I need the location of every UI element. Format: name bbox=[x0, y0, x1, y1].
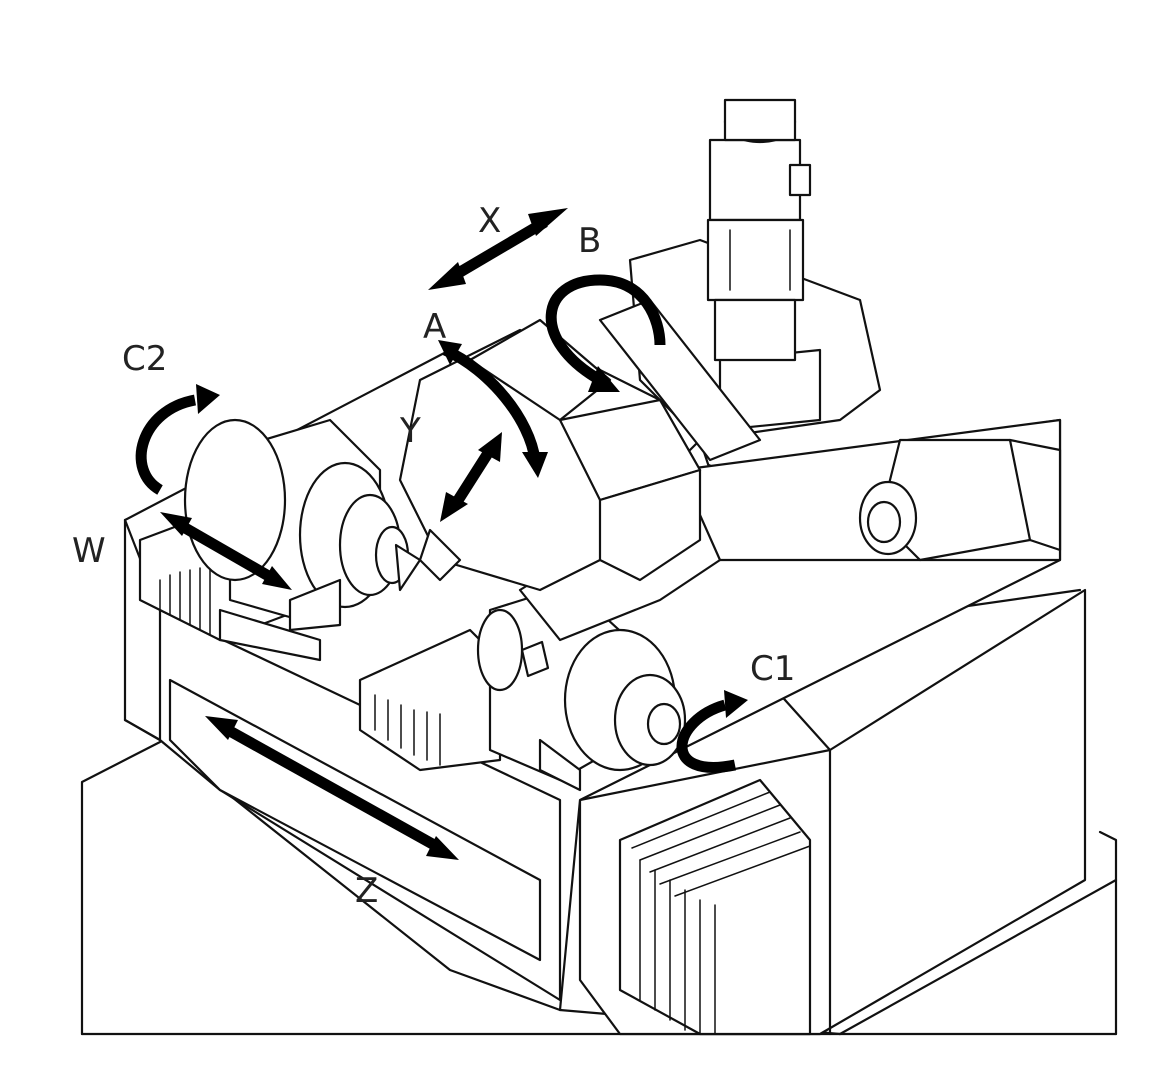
c2-axis-arrow bbox=[135, 384, 220, 495]
middle-fins bbox=[358, 628, 502, 772]
axis-label-z: Z bbox=[355, 871, 378, 911]
bellows bbox=[618, 778, 812, 1036]
side-motor bbox=[858, 438, 1062, 562]
axis-label-b: B bbox=[578, 221, 601, 261]
tool-head bbox=[398, 298, 762, 592]
w-axis-arrow bbox=[160, 512, 292, 590]
x-axis-arrow bbox=[428, 208, 568, 290]
axis-arrows bbox=[135, 208, 748, 860]
vertical-motor bbox=[706, 98, 812, 362]
axis-label-w: W bbox=[72, 531, 106, 571]
c1-axis-arrow bbox=[676, 690, 748, 773]
axis-label-y: Y bbox=[399, 411, 421, 451]
y-axis-arrow bbox=[440, 432, 502, 522]
axis-label-c1: C1 bbox=[750, 649, 795, 689]
a-axis-arrow bbox=[438, 340, 548, 478]
axis-label-c2: C2 bbox=[122, 339, 167, 379]
right-spindle bbox=[476, 583, 687, 792]
axis-label-x: X bbox=[478, 201, 501, 241]
axis-label-a: A bbox=[423, 307, 446, 347]
axis-labels: X B A Y C2 W C1 Z bbox=[72, 201, 795, 911]
z-axis-arrow bbox=[205, 716, 459, 860]
b-axis-arrow bbox=[545, 274, 666, 392]
